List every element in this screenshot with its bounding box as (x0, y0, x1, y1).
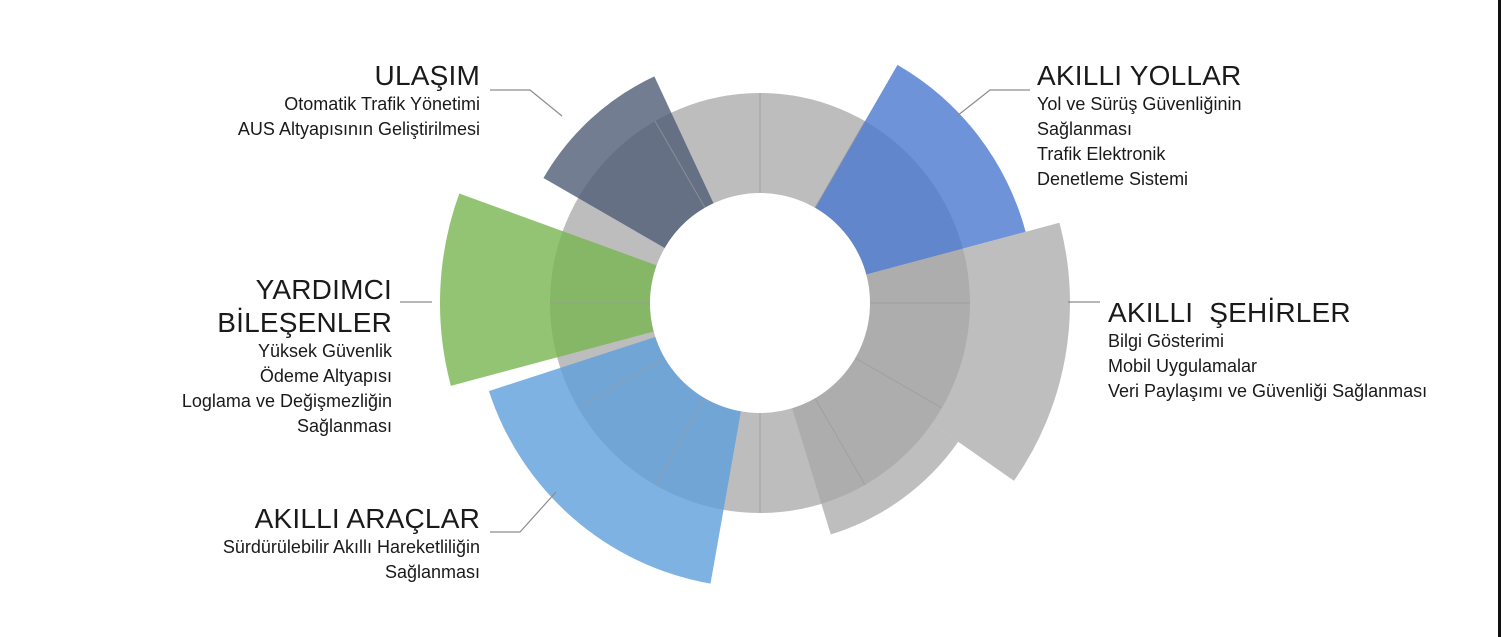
yardimci-line-1: Yüksek Güvenlik (257, 341, 392, 361)
akilli-yollar-title: AKILLI YOLLAR (1037, 60, 1242, 91)
akilli-yollar-line-3: Trafik Elektronik (1037, 144, 1166, 164)
ring-divider-7 (577, 357, 665, 409)
akilli-araclar-line-1: Sürdürülebilir Akıllı Hareketliliğin (222, 537, 480, 557)
leader-ulasim (490, 89, 563, 117)
ring-divider-6 (654, 398, 706, 486)
ring-divider-9 (654, 120, 706, 208)
ulasim-line-1: Otomatik Trafik Yönetimi (284, 94, 480, 114)
label-akilli-yollar: AKILLI YOLLAR Yol ve Sürüş Güvenliğinin … (1037, 59, 1241, 192)
akilli-araclar-line-2: Sağlanması (384, 562, 480, 582)
akilli-araclar-title: AKILLI ARAÇLAR (254, 503, 480, 534)
akilli-sehirler-title: AKILLI ŞEHİRLER (1108, 297, 1351, 328)
yardimci-title-1: YARDIMCI (255, 274, 392, 305)
petal-akilli-araclar (488, 336, 741, 584)
akilli-yollar-line-4: Denetleme Sistemi (1037, 169, 1189, 189)
petal-layer (440, 64, 1070, 584)
ring-divider-1 (814, 120, 866, 208)
akilli-yollar-line-2: Sağlanması (1037, 119, 1133, 139)
yardimci-line-4: Sağlanması (296, 416, 392, 436)
ulasim-title: ULAŞIM (374, 60, 480, 91)
yardimci-line-2: Ödeme Altyapısı (259, 366, 392, 386)
petal-akilli-sehirler-1 (850, 222, 1070, 481)
ulasim-line-2: AUS Altyapısının Geliştirilmesi (237, 119, 480, 139)
akilli-sehirler-line-2: Mobil Uygulamalar (1108, 356, 1258, 376)
right-edge-border (1498, 0, 1501, 637)
leader-lines (400, 89, 1100, 533)
center-hole (650, 193, 870, 413)
leader-akilli-araclar (490, 491, 557, 533)
ring-dividers (550, 93, 970, 513)
akilli-yollar-line-1: Yol ve Sürüş Güvenliğinin (1037, 94, 1242, 114)
petal-akilli-sehirler-2 (792, 366, 959, 535)
akilli-sehirler-line-3: Veri Paylaşımı ve Güvenliği Sağlanması (1108, 381, 1428, 401)
yardimci-line-3: Loglama ve Değişmezliğin (181, 391, 392, 411)
petal-yardimci (440, 193, 657, 386)
petal-ulasim (543, 76, 714, 248)
label-yardimci-bilesenler: YARDIMCI BİLEŞENLER Yüksek Güvenlik Ödem… (182, 273, 392, 439)
ring-divider-3 (855, 357, 943, 409)
label-akilli-araclar: AKILLI ARAÇLAR Sürdürülebilir Akıllı Har… (223, 502, 480, 585)
leader-akilli-yollar (956, 89, 1030, 117)
ring-divider-4 (814, 398, 866, 486)
petal-akilli-yollar (815, 64, 1026, 275)
label-akilli-sehirler: AKILLI ŞEHİRLER Bilgi Gösterimi Mobil Uy… (1108, 296, 1427, 404)
akilli-sehirler-line-1: Bilgi Gösterimi (1108, 331, 1225, 351)
yardimci-title-2: BİLEŞENLER (217, 307, 392, 338)
label-ulasim: ULAŞIM Otomatik Trafik Yönetimi AUS Alty… (238, 59, 480, 142)
